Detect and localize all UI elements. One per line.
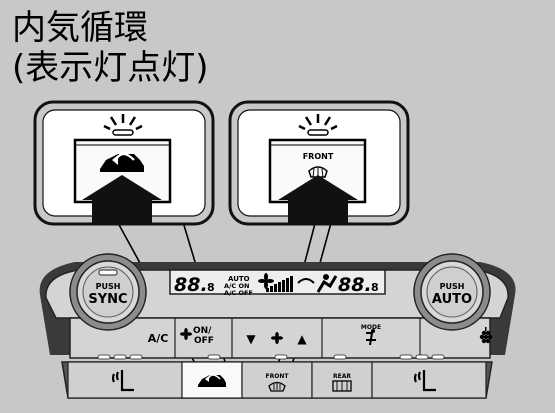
light-rays <box>103 114 143 131</box>
zoom-front-label: FRONT <box>303 152 334 161</box>
lower-button-row <box>67 361 487 399</box>
fan-level-bars <box>266 276 293 292</box>
front-defrost-label: FRONT <box>266 373 290 380</box>
seat-vent-button[interactable] <box>479 327 493 344</box>
left-temp-display: 88. <box>174 274 208 296</box>
zoom-callout-recirculation <box>33 100 215 226</box>
press-arrow <box>278 175 358 224</box>
mode-icon <box>366 332 376 346</box>
seat-heater-icon <box>413 370 436 392</box>
mode-button[interactable]: MODE <box>361 324 381 346</box>
passenger-seat-heater-button[interactable] <box>413 370 436 392</box>
front-defroster-icon <box>308 166 328 178</box>
climate-display: 88. 8 AUTO A/C ON A/C OFF 88. 8 <box>169 269 386 297</box>
recirculation-car-icon <box>198 374 226 387</box>
fan-speed-control[interactable]: ▼ ▲ <box>246 332 307 346</box>
fan-on-label: ON/ <box>193 326 212 336</box>
status-ac-off: A/C OFF <box>224 289 253 297</box>
auto-knob[interactable]: PUSH AUTO <box>413 253 491 331</box>
status-auto: AUTO <box>228 275 250 283</box>
press-arrow <box>82 175 162 224</box>
front-defroster-icon <box>268 381 286 392</box>
fan-on-off-button[interactable]: ON/ OFF <box>180 326 214 346</box>
seat-heater-icon <box>111 370 134 392</box>
indicator-dashes <box>97 354 445 360</box>
display-airflow-icon <box>316 275 338 293</box>
ac-button[interactable]: A/C <box>148 332 169 345</box>
page-subtitle: (表示灯点灯) <box>12 48 209 88</box>
auto-knob-label: AUTO <box>432 292 472 307</box>
indicator-light <box>112 129 134 136</box>
right-temp-display: 88. <box>338 274 372 296</box>
auto-knob-push-label: PUSH <box>440 282 465 291</box>
display-fan-icon <box>258 273 274 289</box>
sync-knob[interactable]: PUSH SYNC <box>69 253 147 331</box>
fan-off-label: OFF <box>194 336 214 346</box>
recirculation-button[interactable] <box>198 374 226 387</box>
fan-up-button[interactable]: ▲ <box>297 332 307 346</box>
rear-defrost-label: REAR <box>333 373 351 380</box>
grape-icon <box>479 327 493 344</box>
driver-seat-heater-button[interactable] <box>111 370 134 392</box>
ac-button-label: A/C <box>148 332 169 345</box>
light-rays <box>298 114 338 131</box>
indicator-light <box>307 129 329 136</box>
display-defrost-icon <box>297 278 315 284</box>
left-temp-small: 8 <box>207 281 215 294</box>
sync-knob-label: SYNC <box>88 292 127 307</box>
right-temp-small: 8 <box>371 281 379 294</box>
fan-icon <box>180 328 192 340</box>
sync-knob-push-label: PUSH <box>96 282 121 291</box>
recirculation-car-icon <box>100 152 144 172</box>
mode-button-label: MODE <box>361 324 381 331</box>
fan-speed-icon <box>271 332 283 344</box>
rear-defrost-button[interactable]: REAR <box>332 373 352 392</box>
page-title: 内気循環 <box>12 8 148 48</box>
zoom-callout-front-defrost: FRONT <box>228 100 410 226</box>
middle-button-row <box>174 318 421 358</box>
status-ac-on: A/C ON <box>224 282 249 290</box>
fan-down-button[interactable]: ▼ <box>246 332 256 346</box>
front-defrost-button[interactable]: FRONT <box>266 373 290 392</box>
